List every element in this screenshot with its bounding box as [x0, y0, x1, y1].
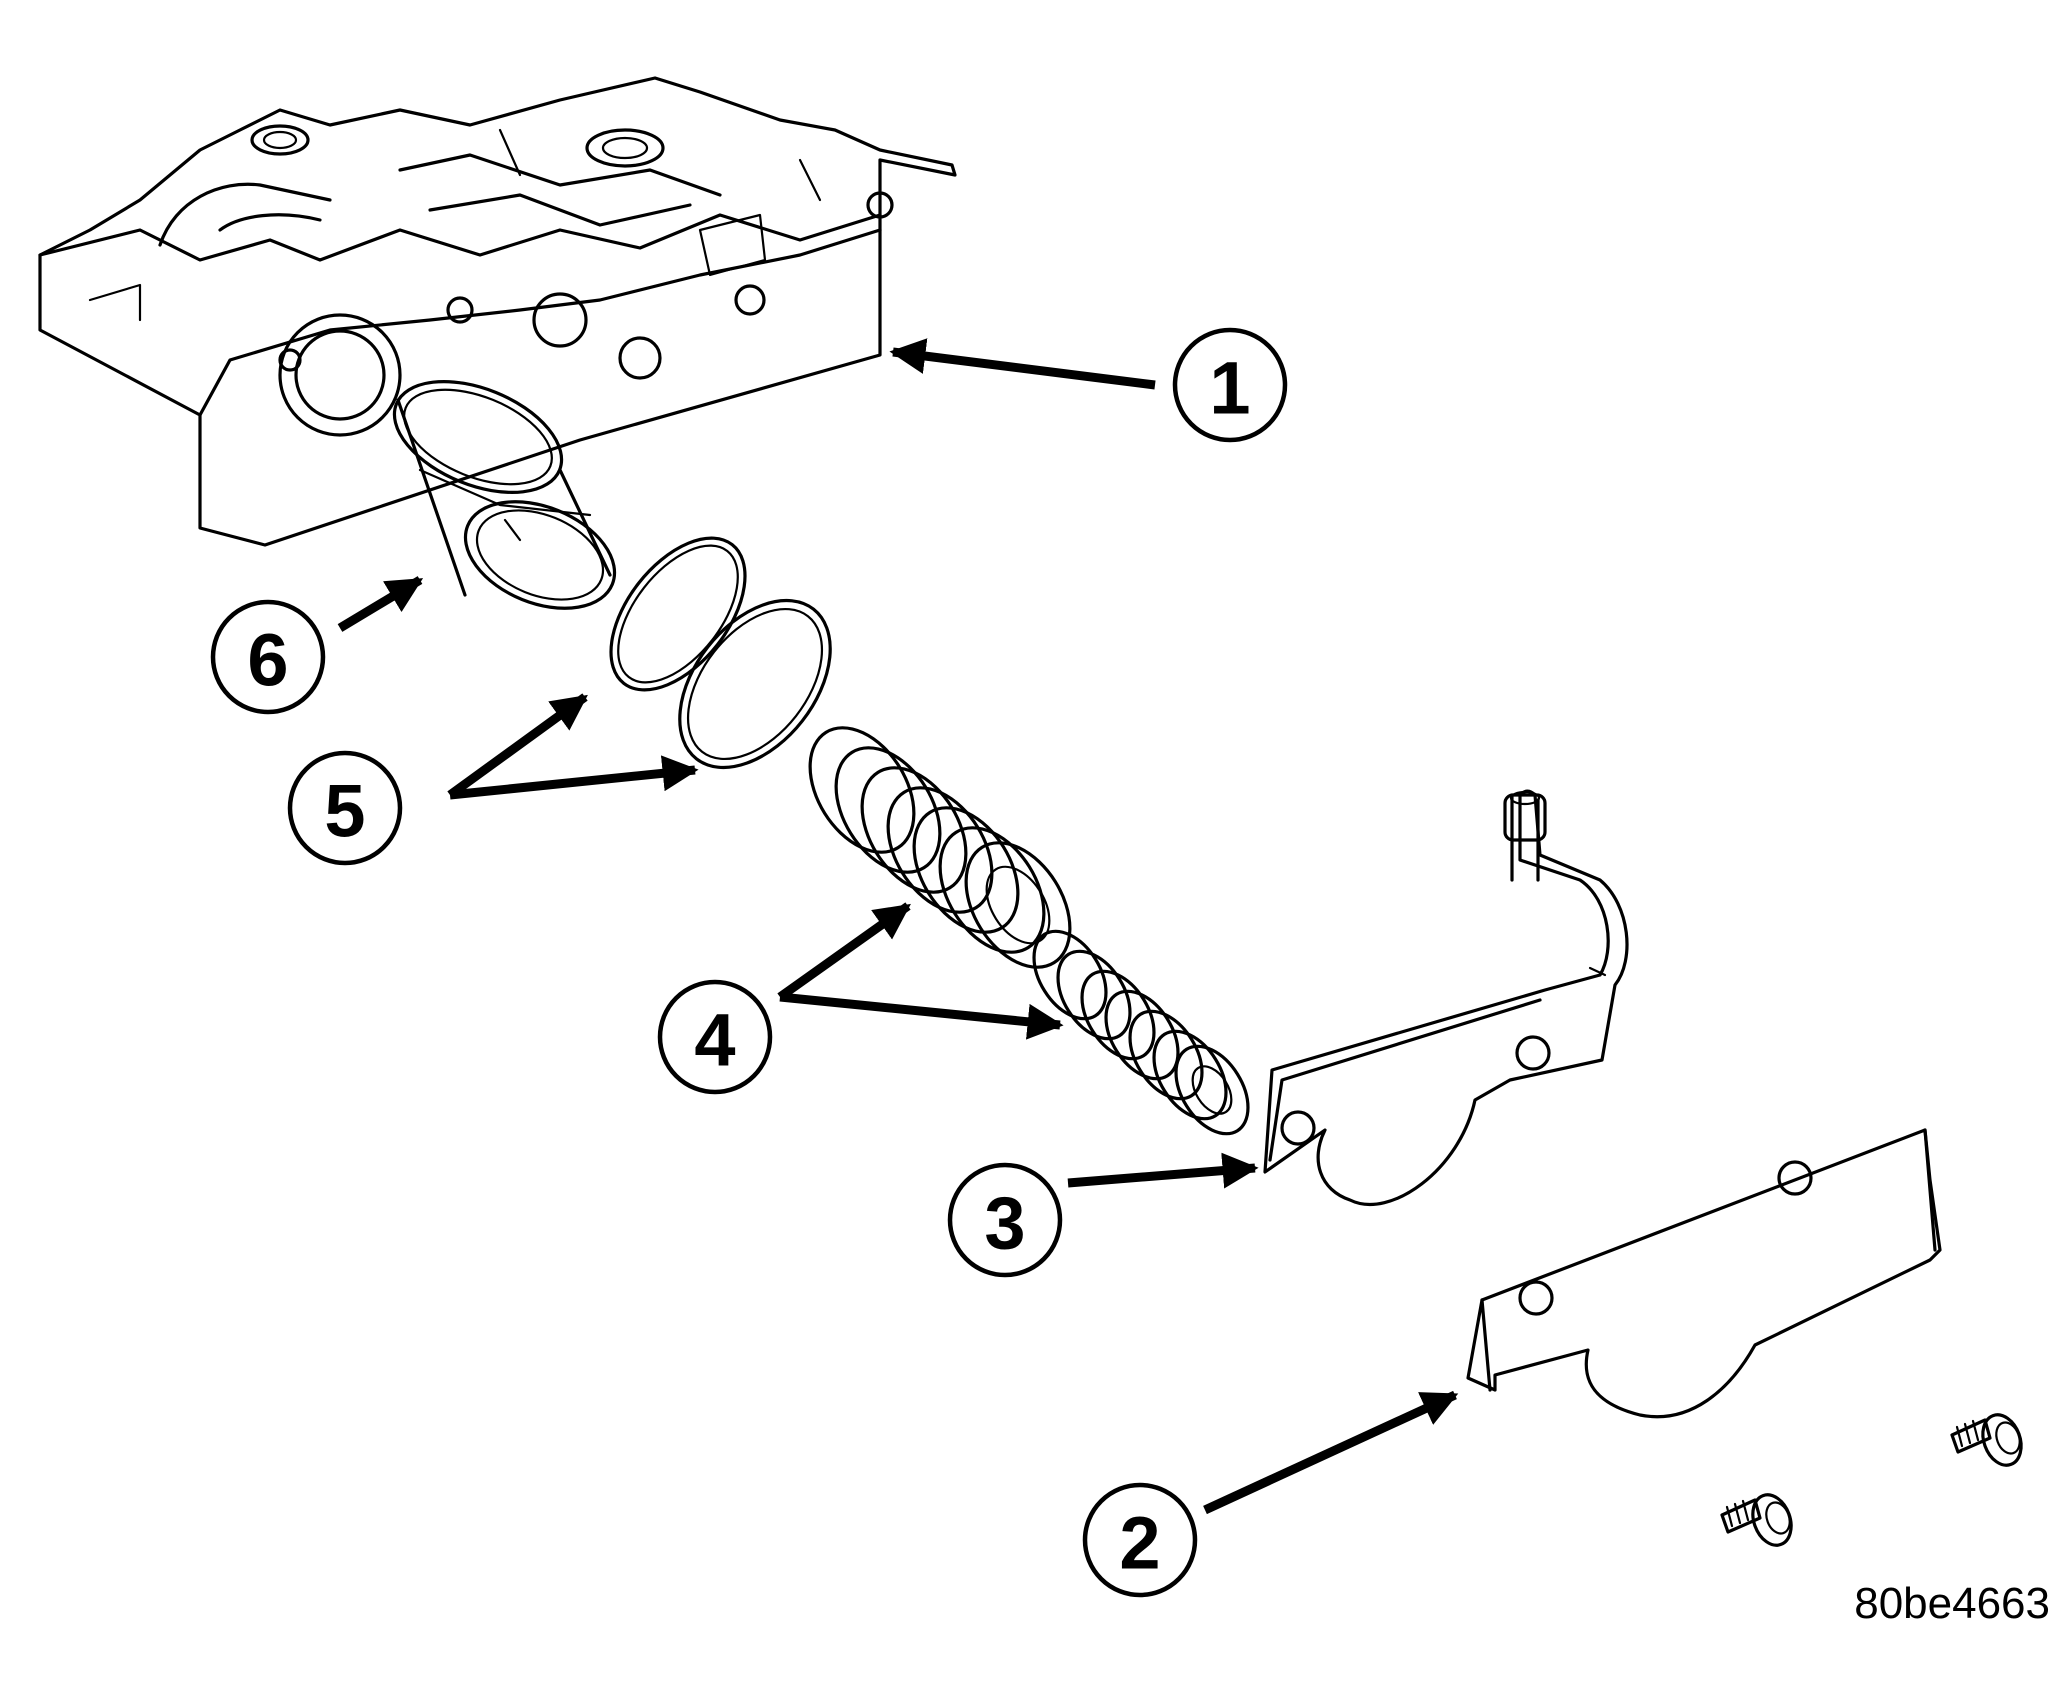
- arrow-6: [337, 576, 424, 632]
- arrow-4b: [779, 992, 1064, 1040]
- retainer-plate: [1466, 1128, 1942, 1419]
- callout-5: 5: [287, 750, 403, 866]
- arrow-2: [1203, 1390, 1459, 1515]
- callout-1: 1: [1172, 327, 1288, 443]
- springs: [808, 726, 1250, 1136]
- arrow-5b: [449, 755, 699, 800]
- arrow-4a: [777, 902, 911, 1001]
- bolt-upper: [1950, 1413, 2023, 1467]
- small-spring: [1032, 929, 1250, 1136]
- accumulator-piston: [392, 380, 617, 610]
- figure-id: 80be4663: [1854, 1579, 2050, 1628]
- callout-1-number: 1: [1209, 347, 1250, 430]
- callout-2-number: 2: [1119, 1502, 1160, 1585]
- arrow-1: [889, 338, 1156, 390]
- callout-3-number: 3: [984, 1182, 1025, 1265]
- bracket-plate: [1263, 789, 1629, 1206]
- callout-6: 6: [210, 599, 326, 715]
- callout-3: 3: [947, 1162, 1063, 1278]
- arrow-5a: [447, 693, 588, 799]
- large-spring: [808, 726, 1072, 969]
- callout-6-number: 6: [247, 619, 288, 702]
- bolt-lower: [1720, 1493, 1793, 1547]
- callout-4-number: 4: [694, 999, 735, 1082]
- arrow-3: [1067, 1152, 1259, 1189]
- callout-2: 2: [1082, 1482, 1198, 1598]
- valve-body: [38, 76, 957, 547]
- callout-5-number: 5: [324, 770, 365, 853]
- leader-arrows: [337, 338, 1459, 1515]
- callout-4: 4: [657, 979, 773, 1095]
- seal-rings: [609, 536, 832, 770]
